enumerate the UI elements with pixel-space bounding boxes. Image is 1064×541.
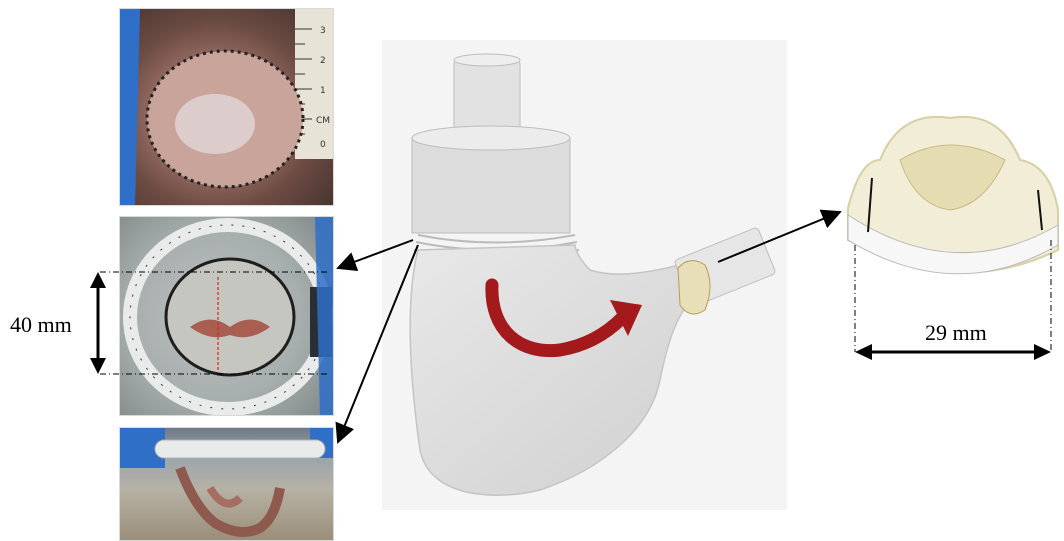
prosthetic-valve-photo — [848, 117, 1058, 274]
dimension-label-29mm: 29 mm — [925, 320, 987, 346]
dimension-label-40mm: 40 mm — [10, 312, 72, 338]
dimension-40mm — [90, 272, 330, 374]
